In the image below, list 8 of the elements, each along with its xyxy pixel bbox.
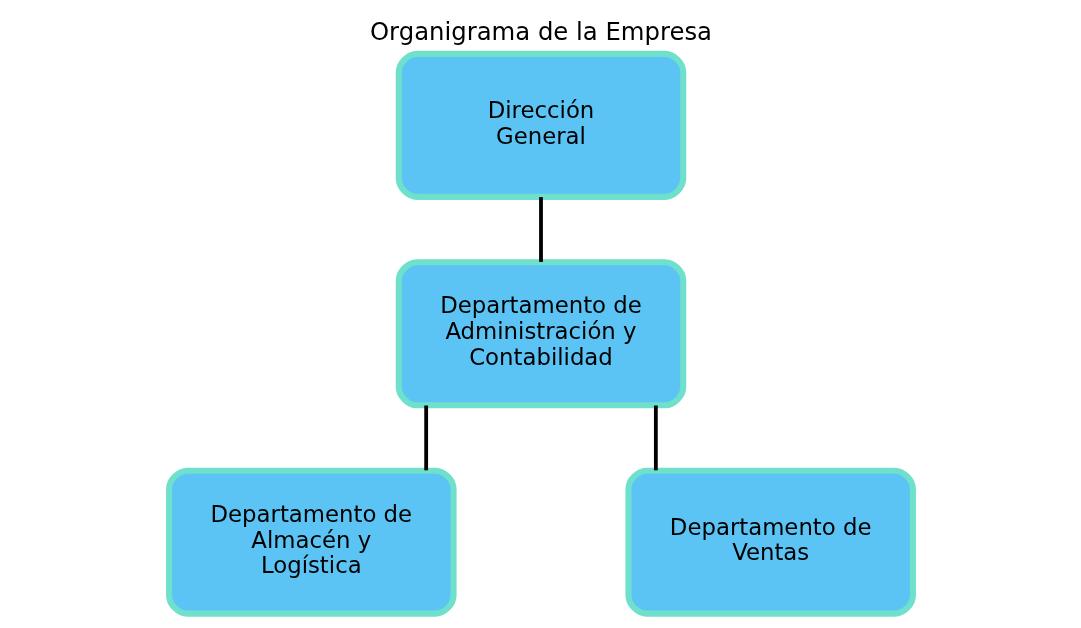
- connector: [538, 197, 543, 262]
- node-box: Departamento de Administración y Contabilidad: [395, 259, 686, 409]
- node-box: Departamento de Almacén y Logística: [165, 467, 457, 617]
- connector: [423, 405, 428, 471]
- diagram-title: Organigrama de la Empresa: [369, 16, 712, 46]
- node-box: Departamento de Ventas: [624, 467, 916, 617]
- node-box: Dirección General: [395, 50, 686, 200]
- connector: [653, 405, 658, 471]
